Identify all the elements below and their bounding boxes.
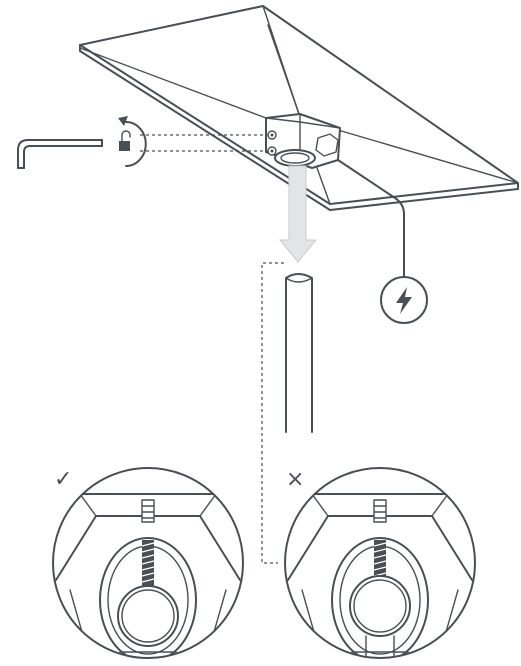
detail-incorrect [284,467,476,659]
detail-correct [52,467,244,659]
allen-wrench-icon [17,139,103,169]
mounting-pole [285,273,313,433]
lightning-bolt-icon [380,276,428,324]
down-arrow-icon [278,165,318,263]
power-cable [337,159,405,277]
incorrect-mark: × [286,467,304,492]
unlock-rotate-icon [118,116,147,167]
correct-mark: ✓ [54,467,72,492]
solar-panel [79,5,519,211]
